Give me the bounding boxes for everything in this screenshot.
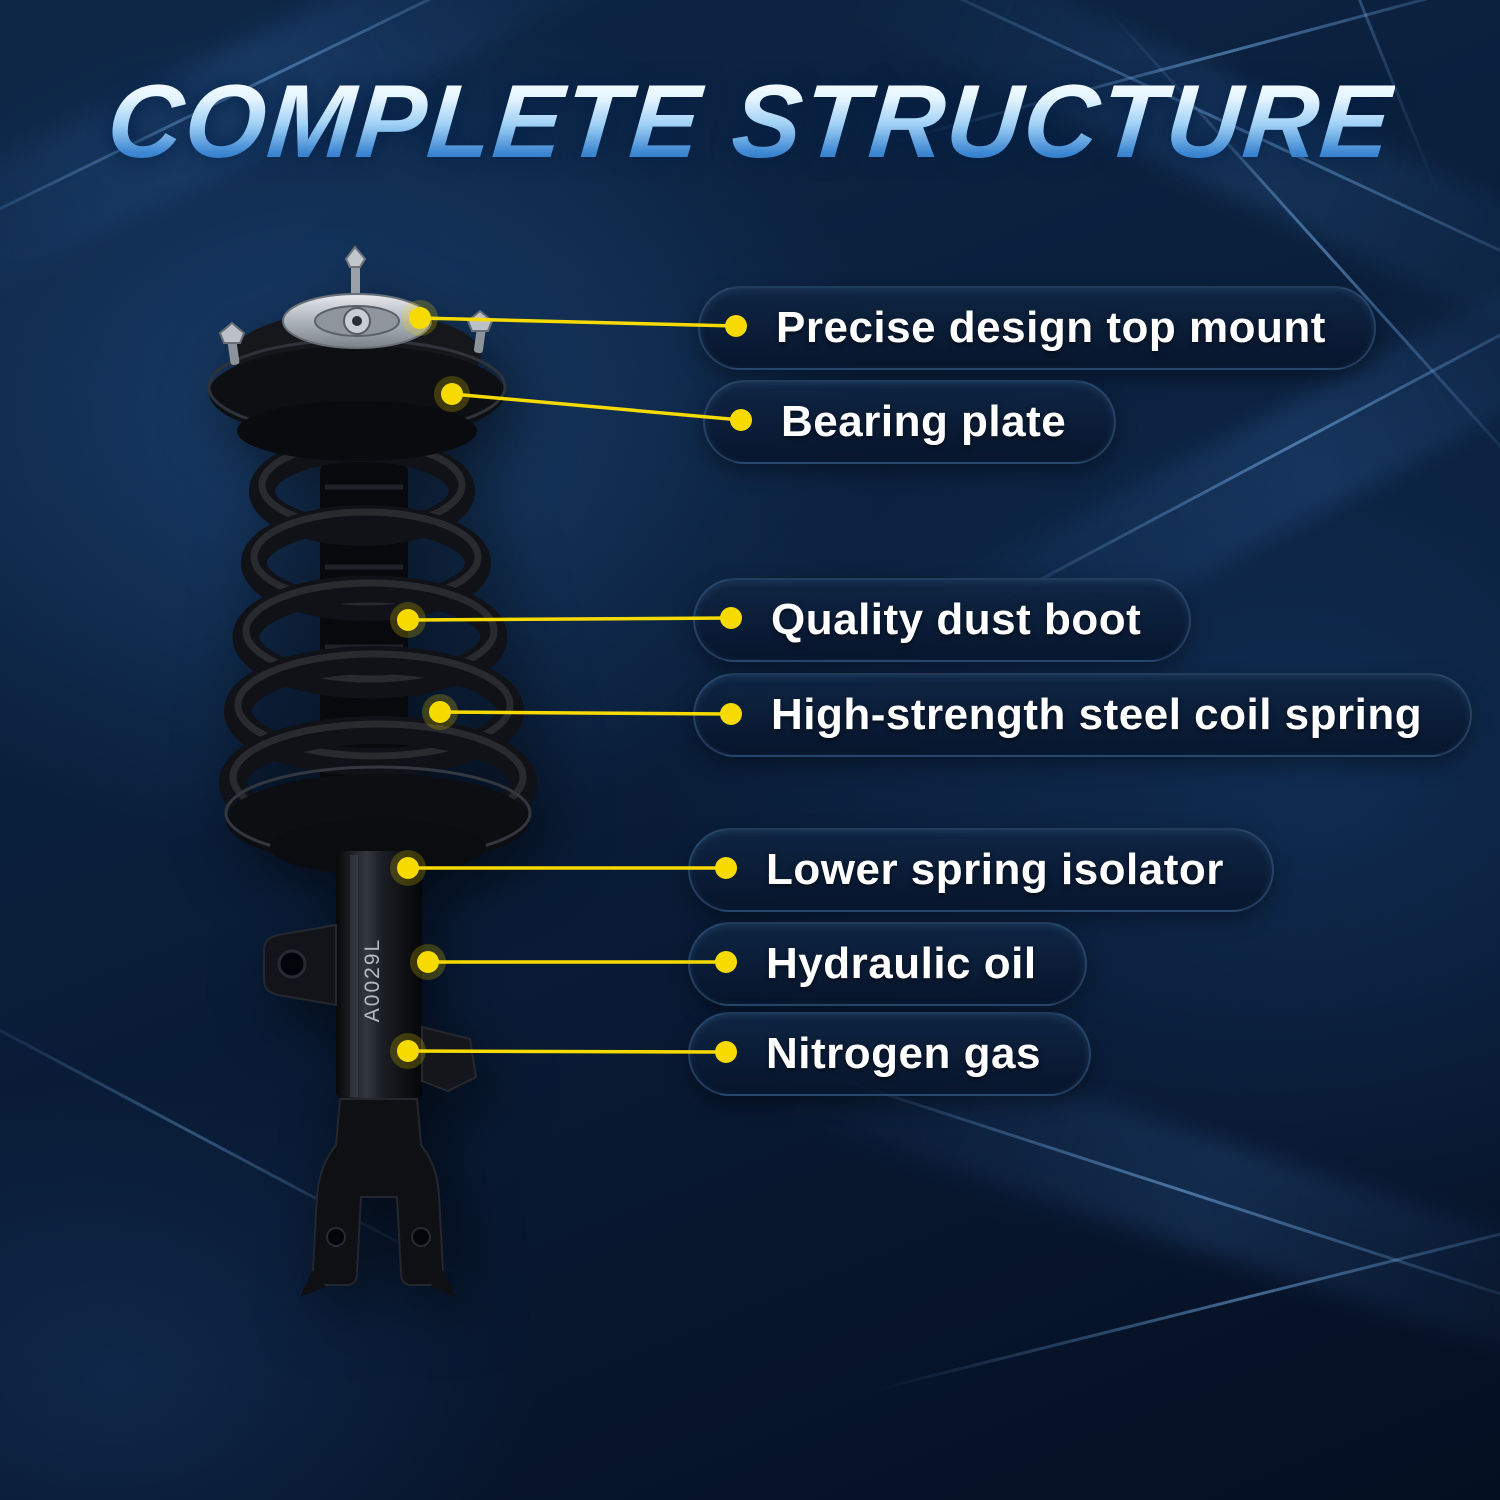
lower-tab-bracket — [421, 1025, 478, 1093]
callout-dust-boot-label: Quality dust boot — [771, 595, 1142, 644]
lower-spring-isolator — [224, 765, 532, 875]
strut-tube: A0029L — [336, 851, 422, 1101]
callout-coil-spring: High-strength steel coil spring — [693, 673, 1473, 757]
bearing-plate — [282, 293, 432, 349]
callout-lower-spring-isolator-label: Lower spring isolator — [766, 845, 1224, 894]
callout-hydraulic-oil: Hydraulic oil — [688, 922, 1087, 1006]
top-mount — [207, 245, 507, 461]
callout-coil-spring-label: High-strength steel coil spring — [771, 690, 1423, 739]
callout-bearing-plate-label: Bearing plate — [781, 397, 1067, 446]
callout-top-mount: Precise design top mount — [698, 286, 1376, 370]
part-marking-text: A0029L — [361, 938, 384, 1022]
strut-assembly-illustration: A0029L — [207, 245, 537, 1297]
callout-nitrogen-gas: Nitrogen gas — [688, 1012, 1091, 1096]
callout-hydraulic-oil-label: Hydraulic oil — [766, 939, 1037, 988]
callout-top-mount-label: Precise design top mount — [776, 303, 1326, 352]
callout-nitrogen-gas-label: Nitrogen gas — [766, 1029, 1041, 1078]
callout-lower-spring-isolator: Lower spring isolator — [688, 828, 1274, 912]
callout-dust-boot: Quality dust boot — [693, 578, 1192, 662]
background-beam — [871, 1200, 1500, 1393]
callout-bearing-plate: Bearing plate — [703, 380, 1117, 464]
side-bracket — [263, 923, 337, 1007]
page-title-text: COMPLETE STRUCTURE — [102, 64, 1398, 180]
page-title: COMPLETE STRUCTURE COMPLETE STRUCTURE — [0, 64, 1500, 180]
background-beam — [780, 1058, 1500, 1325]
lower-fork-mount — [300, 1098, 456, 1297]
